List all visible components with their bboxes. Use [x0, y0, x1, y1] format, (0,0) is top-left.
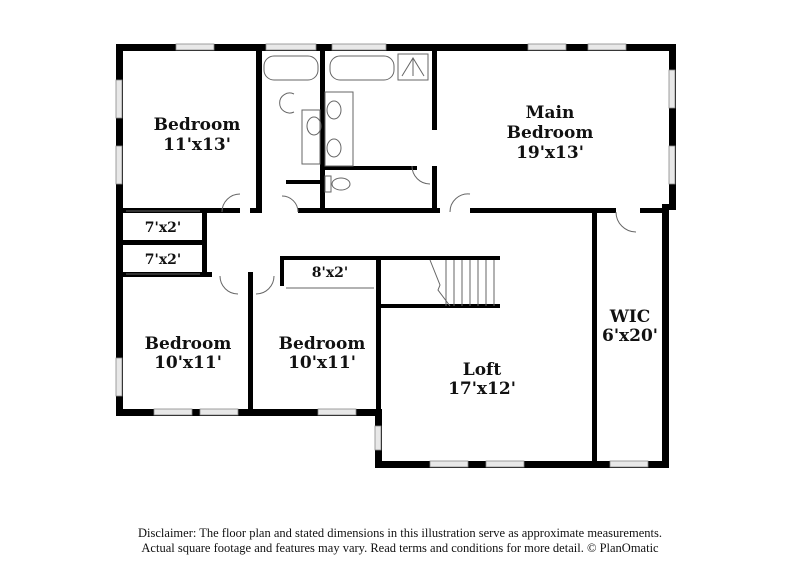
- wic-name: WIC: [609, 307, 651, 327]
- bedroom-1-name: Bedroom: [154, 115, 241, 135]
- bedroom-3-dims: 10'x11': [288, 353, 356, 373]
- bedroom-3-name: Bedroom: [279, 334, 366, 354]
- walls: [116, 44, 676, 468]
- room-labels: Bedroom 11'x13' Main Bedroom 19'x13' 7'x…: [145, 103, 658, 399]
- disclaimer-line-2: Actual square footage and features may v…: [141, 541, 659, 555]
- disclaimer-line-1: Disclaimer: The floor plan and stated di…: [138, 526, 662, 540]
- fixtures: [126, 53, 637, 307]
- main-bedroom-name-2: Bedroom: [507, 123, 594, 143]
- bedroom-2-name: Bedroom: [145, 334, 232, 354]
- bedroom-1-dims: 11'x13': [163, 135, 231, 155]
- main-bedroom-name-1: Main: [526, 103, 575, 123]
- closet-1-dims: 7'x2': [145, 220, 181, 236]
- loft-name: Loft: [463, 360, 502, 380]
- windows: [115, 43, 676, 468]
- closet-2-dims: 7'x2': [145, 252, 181, 268]
- wic-dims: 6'x20': [602, 326, 658, 346]
- bedroom-2-dims: 10'x11': [154, 353, 222, 373]
- closet-3-dims: 8'x2': [312, 265, 348, 281]
- loft-dims: 17'x12': [448, 379, 516, 399]
- main-bedroom-dims: 19'x13': [516, 143, 584, 163]
